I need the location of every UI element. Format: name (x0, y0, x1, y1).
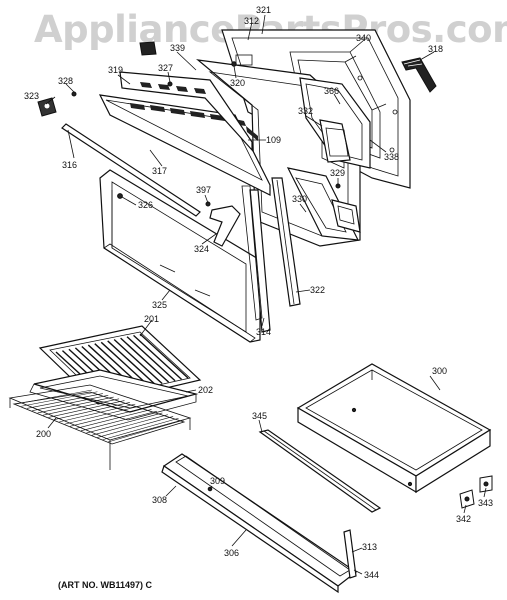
callout-342: 342 (456, 514, 471, 524)
drawer-rail-345 (258, 429, 382, 513)
callout-321: 321 (256, 5, 271, 15)
drawer-slide-313 (343, 529, 357, 579)
leader-lines (45, 14, 487, 575)
window-glass (299, 77, 371, 169)
side-trim-322 (271, 177, 301, 307)
callout-339: 339 (170, 43, 185, 53)
callout-322: 322 (310, 285, 325, 295)
art-number: (ART NO. WB11497) C (58, 580, 153, 590)
broil-pan-202 (29, 369, 199, 421)
storage-drawer-300 (296, 363, 492, 494)
callout-316: 316 (62, 160, 77, 170)
drawer-hardware (459, 475, 493, 509)
callout-313: 313 (362, 542, 377, 552)
callout-326: 326 (138, 200, 153, 210)
callout-306: 306 (224, 548, 239, 558)
callout-340: 340 (356, 33, 371, 43)
callout-labels: 321 312 340 318 339 319 327 320 328 323 … (24, 5, 493, 580)
hinge-bracket-323 (37, 91, 77, 117)
callout-320: 320 (230, 78, 245, 88)
callout-201: 201 (144, 314, 159, 324)
callout-300: 300 (432, 366, 447, 376)
callout-317: 317 (152, 166, 167, 176)
clip-parts (139, 41, 237, 67)
callout-345: 345 (252, 411, 267, 421)
callout-324: 324 (194, 244, 209, 254)
callout-325: 325 (152, 300, 167, 310)
callout-397: 397 (196, 185, 211, 195)
callout-338: 338 (384, 152, 399, 162)
door-frame-325 (99, 169, 261, 343)
callout-323: 323 (24, 91, 39, 101)
callout-200: 200 (36, 429, 51, 439)
oven-rack-200 (8, 384, 192, 470)
callout-318: 318 (428, 44, 443, 54)
vent-panel-319 (119, 71, 253, 152)
callout-309: 309 (210, 476, 225, 486)
callout-109: 109 (266, 135, 281, 145)
callout-329: 329 (330, 168, 345, 178)
door-handle-318 (401, 57, 437, 93)
callout-327: 327 (158, 63, 173, 73)
callout-366: 366 (324, 86, 339, 96)
callout-312: 312 (244, 16, 259, 26)
callout-314: 314 (256, 327, 271, 337)
callout-330: 330 (292, 194, 307, 204)
callout-328: 328 (58, 76, 73, 86)
callout-202: 202 (198, 385, 213, 395)
callout-319: 319 (108, 65, 123, 75)
callout-344: 344 (364, 570, 379, 580)
side-trim-314 (241, 185, 271, 333)
callout-332: 332 (298, 106, 313, 116)
callout-343: 343 (478, 498, 493, 508)
callout-308: 308 (152, 495, 167, 505)
door-rod-316 (61, 123, 201, 217)
door-hinge-324 (205, 201, 241, 247)
